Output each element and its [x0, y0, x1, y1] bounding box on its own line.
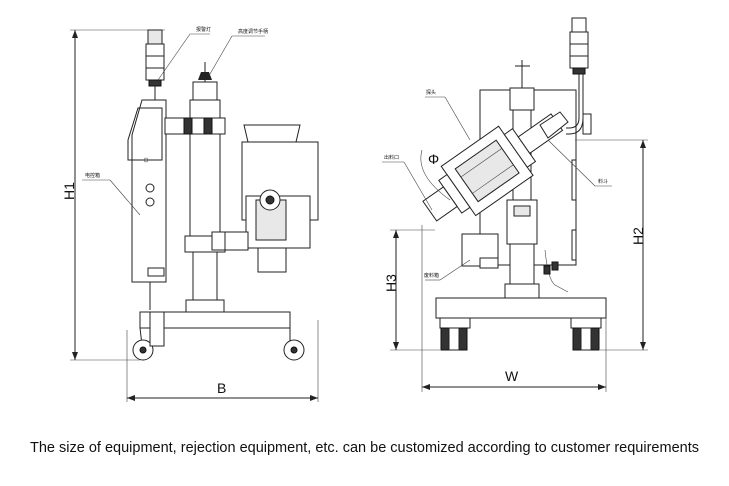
w-dimension: W — [421, 225, 607, 392]
w-label: W — [505, 368, 519, 384]
b-dimension: B — [126, 320, 319, 402]
lift-column — [164, 62, 226, 313]
right-column — [461, 199, 569, 299]
control-box — [127, 99, 167, 310]
phi-label: Φ — [428, 151, 439, 167]
left-base — [132, 311, 305, 361]
right-hopper — [539, 111, 569, 139]
label-outlet: 出料口 — [384, 154, 399, 161]
b-label: B — [217, 380, 226, 396]
label-hopper: 料斗 — [598, 178, 608, 185]
right-base — [435, 297, 607, 351]
left-callouts: 报警灯 高度调节手柄 电控箱 — [82, 26, 268, 216]
h2-label: H2 — [630, 227, 646, 245]
h2-dimension: H2 — [575, 139, 648, 351]
label-height-adjust: 高度调节手柄 — [238, 28, 268, 35]
left-side-view: H1 B — [61, 26, 319, 402]
caption-text: The size of equipment, rejection equipme… — [30, 440, 699, 456]
right-front-view: H2 H3 W Φ 探头 — [382, 17, 648, 392]
right-tilted-detector — [422, 113, 564, 222]
right-alarm-light — [566, 17, 592, 135]
h1-dimension: H1 — [61, 29, 165, 361]
label-probe: 探头 — [426, 89, 436, 96]
label-alarm-light: 报警灯 — [196, 26, 211, 33]
alarm-light-tower — [145, 29, 165, 100]
label-control-box: 电控箱 — [85, 172, 100, 179]
label-reject-bin: 废料箱 — [424, 272, 439, 279]
h3-dimension: H3 — [383, 229, 440, 351]
angle-indicator: Φ — [420, 149, 451, 201]
detector-head — [211, 124, 319, 273]
h3-label: H3 — [383, 274, 399, 292]
h1-label: H1 — [61, 182, 77, 200]
right-callouts: 探头 出料口 料斗 废料箱 — [382, 89, 612, 281]
